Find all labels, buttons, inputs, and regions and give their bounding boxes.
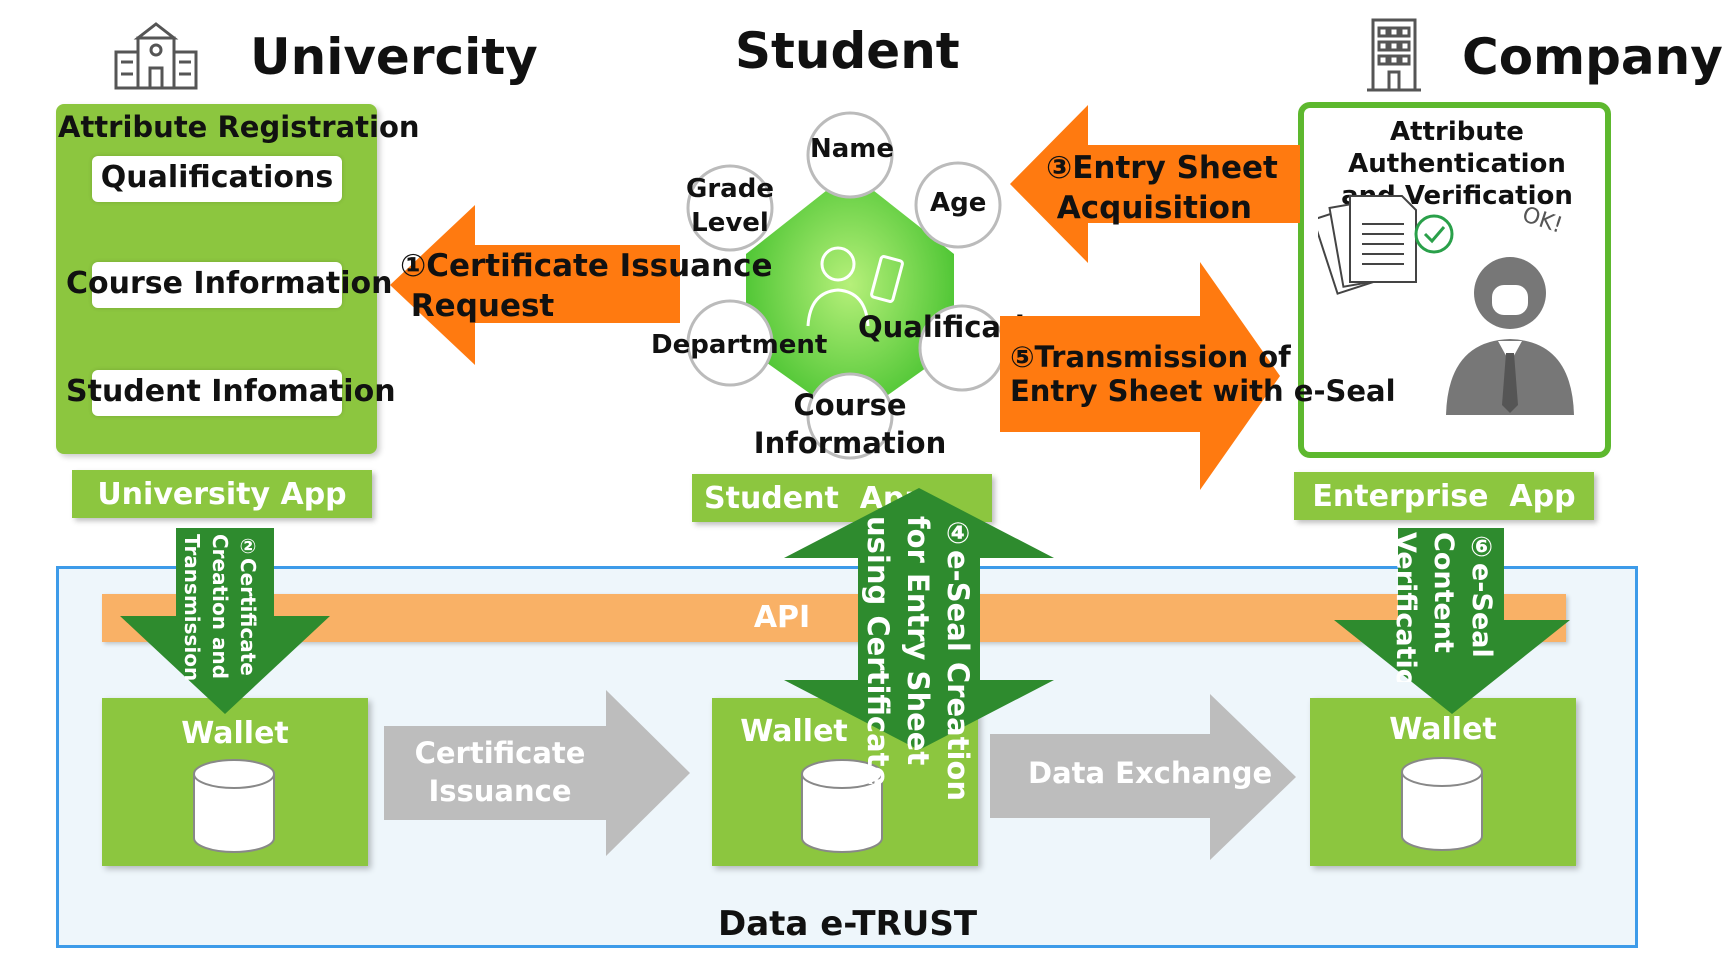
attr-circle-grade (686, 164, 774, 252)
office-building-icon (1367, 18, 1421, 92)
arrow-certificate-issuance (384, 690, 690, 856)
university-panel-title: Attribute Registration (58, 110, 420, 144)
arrow-step6-label: ⑥e-Seal Content Verification (1390, 532, 1497, 682)
university-item-qualifications-label: Qualifications (100, 160, 334, 195)
platform-name: Data e-TRUST (718, 904, 978, 944)
arrow-step5 (1000, 262, 1280, 490)
arrow-step1-label: ①Certificate Issuance Request (400, 248, 773, 324)
attr-circle-course (806, 372, 894, 460)
attr-circle-age (914, 161, 1002, 249)
university-wallet-label: Wallet (181, 716, 289, 751)
university-app-bar: University App (72, 470, 372, 518)
arrow-step2-label: ②Certificate Creation and Transmission (180, 534, 260, 682)
university-item-course-label: Course Information (66, 266, 393, 301)
university-item-qualifications (92, 156, 342, 202)
student-phone-icon (806, 246, 904, 327)
arrow-step6 (1334, 528, 1570, 714)
student-wallet-label: Wallet (740, 714, 848, 749)
arrow-step5-label: ⑤Transmission of Entry Sheet with e-Seal (1010, 340, 1396, 408)
enterprise-app-label: Enterprise App (1312, 478, 1576, 514)
database-icon (193, 759, 275, 853)
student-hexagon (746, 172, 954, 422)
arrow-data-exchange (990, 694, 1296, 860)
attr-course-label: Course Information (753, 388, 947, 460)
company-title: Company (1462, 28, 1723, 86)
university-app-label: University App (97, 476, 347, 512)
university-title: Univercity (250, 28, 538, 86)
student-title: Student (735, 22, 960, 80)
enterprise-app-bar: Enterprise App (1294, 472, 1594, 520)
enterprise-wallet-label: Wallet (1389, 712, 1497, 747)
attr-department-label: Department (651, 330, 828, 360)
university-item-student (92, 370, 342, 416)
database-icon (801, 759, 883, 853)
university-item-course (92, 262, 342, 308)
university-item-student-label: Student Infomation (66, 374, 396, 409)
documents-check-icon (1318, 195, 1454, 295)
school-building-icon (114, 22, 198, 90)
attr-circle-department (686, 299, 774, 387)
arrow-step1 (390, 205, 680, 365)
arrow-certificate-issuance-label: Certificate Issuance (414, 736, 586, 808)
arrow-step3-label: ③Entry Sheet Acquisition (1046, 150, 1278, 226)
arrow-step2 (120, 528, 330, 714)
attr-grade-label: Grade Level (686, 174, 774, 238)
database-icon (1401, 757, 1483, 851)
businessman-icon (1446, 257, 1574, 415)
arrow-step4 (784, 488, 1054, 750)
attr-circle-name (806, 111, 894, 199)
student-hub (686, 111, 1006, 460)
arrow-data-exchange-label: Data Exchange (1028, 756, 1273, 790)
api-label: API (753, 600, 811, 635)
attr-age-label: Age (930, 188, 987, 218)
arrow-step3 (1010, 105, 1300, 263)
attr-name-label: Name (810, 134, 895, 164)
arrow-step4-label: ④e-Seal Creation for Entry Sheet using C… (861, 516, 975, 802)
api-bar (102, 594, 1566, 642)
